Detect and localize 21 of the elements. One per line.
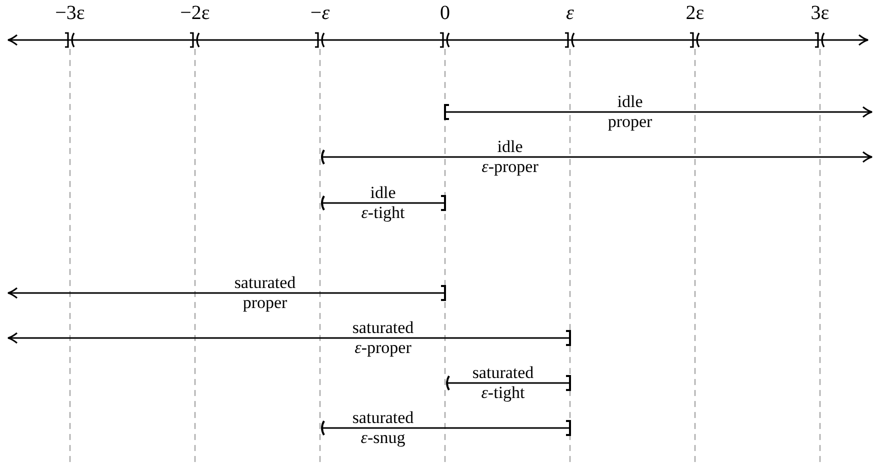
interval-label: saturated <box>472 365 534 381</box>
tick-label: −3ε <box>55 2 85 24</box>
tick-label: −ε <box>310 2 330 24</box>
interval-label: saturated <box>234 275 296 291</box>
interval-label: ε-tight <box>361 205 405 221</box>
interval-label: idle <box>497 139 523 155</box>
interval-label: ε-tight <box>481 385 525 401</box>
tick-label: 3ε <box>810 2 830 24</box>
interval-label: proper <box>608 114 652 130</box>
interval-label: proper <box>242 295 288 311</box>
interval-label: idle <box>617 94 643 110</box>
interval-label: ε-proper <box>354 340 412 356</box>
tick-label: −2ε <box>180 2 210 24</box>
tick-label: ε <box>566 2 574 24</box>
tick-label: 0 <box>440 2 450 24</box>
interval-label: saturated <box>352 410 414 426</box>
interval-label: ε-snug <box>360 430 406 446</box>
interval-label: saturated <box>352 320 414 336</box>
interval-label: idle <box>370 185 396 201</box>
interval-label: ε-proper <box>482 159 538 175</box>
tick-label: 2ε <box>686 2 704 24</box>
